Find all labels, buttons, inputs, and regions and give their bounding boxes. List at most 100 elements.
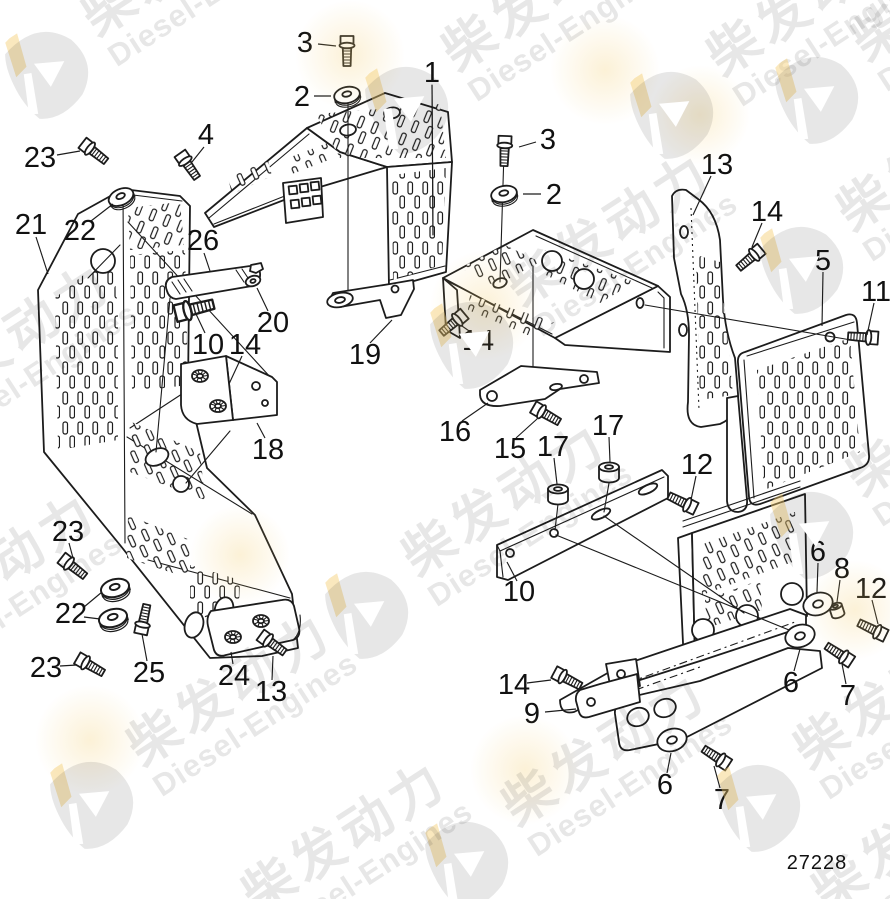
bolt-15 (528, 399, 564, 430)
callout-18: 18 (252, 434, 284, 466)
drawing-number: 27228 (787, 852, 848, 874)
callout-14: 14 (229, 329, 261, 361)
callout-1: 1 (424, 57, 440, 89)
leader-line-10 (506, 561, 518, 582)
bolt-3 (495, 134, 514, 168)
callout-10: 10 (192, 329, 224, 361)
leader-line-13 (271, 655, 274, 681)
bolt-7 (821, 638, 857, 670)
bracket-18 (180, 355, 278, 425)
mounting-rail-10 (496, 469, 669, 581)
bracket-16 (479, 365, 600, 407)
bolt-23 (55, 550, 91, 584)
bushing-17 (547, 483, 569, 506)
leader-line-25 (141, 633, 148, 662)
leader-line-26 (203, 252, 211, 272)
bolt-14 (732, 242, 768, 275)
bolt-23 (72, 650, 108, 681)
callout-19: 19 (349, 339, 381, 371)
leader-line-3 (518, 141, 537, 148)
callout-23: 23 (24, 142, 56, 174)
bolt-25 (132, 602, 156, 637)
callout-13: 13 (255, 676, 287, 708)
callout-6: 6 (783, 667, 799, 699)
leader-line-17 (608, 436, 611, 463)
bushing-17 (598, 461, 620, 484)
callout-14: 14 (498, 669, 530, 701)
callout-20: 20 (257, 307, 289, 339)
leader-line-16 (461, 402, 489, 422)
callout-22: 22 (55, 598, 87, 630)
leader-line-14 (526, 679, 552, 684)
leader-line-18 (256, 422, 266, 439)
leader-line-22 (83, 616, 101, 620)
leader-line-23 (56, 150, 81, 156)
leader-line-9 (544, 708, 577, 713)
callout-16: 16 (439, 416, 471, 448)
leader-line-11 (866, 302, 875, 336)
leader-line-23 (59, 664, 78, 667)
callout-13: 13 (701, 149, 733, 181)
callout-11: 11 (861, 276, 890, 308)
leader-line-10 (195, 313, 206, 334)
callout-12: 12 (855, 573, 887, 605)
callout-6: 6 (810, 536, 826, 568)
callout-26: 26 (187, 225, 219, 257)
bracket-19 (326, 279, 415, 319)
callout-2: 2 (546, 179, 562, 211)
strap-bracket-13 (671, 188, 739, 428)
fasteners (55, 35, 890, 773)
callout-22: 22 (64, 215, 96, 247)
bolt-3 (338, 35, 356, 67)
callout-24: 24 (218, 660, 250, 692)
callout-12: 12 (681, 449, 713, 481)
callout-4: 4 (198, 119, 214, 151)
bracket-9 (574, 658, 641, 719)
callout-23: 23 (30, 652, 62, 684)
callout-7: 7 (840, 680, 856, 712)
leader-line-22 (90, 203, 114, 222)
leader-line-7 (841, 663, 847, 685)
callout-3: 3 (540, 124, 556, 156)
bolt-12 (854, 615, 890, 644)
leader-line-13 (692, 175, 712, 216)
callout-3: 3 (297, 27, 313, 59)
leader-line-17 (553, 457, 558, 485)
leader-line-15 (515, 418, 538, 439)
leader-line-14 (228, 355, 243, 385)
nut-washer-20 (244, 262, 264, 288)
bolt-12 (664, 488, 700, 517)
leader-line-6 (793, 648, 801, 672)
leader-line-19 (369, 319, 393, 344)
callout-23: 23 (52, 516, 84, 548)
leader-line-3 (317, 43, 337, 47)
callout-14: 14 (462, 325, 494, 357)
callout-17: 17 (592, 410, 624, 442)
bolt-7 (698, 741, 734, 773)
bottom-flange (613, 647, 823, 752)
callout-9: 9 (524, 698, 540, 730)
callout-8: 8 (834, 553, 850, 585)
callout-7: 7 (714, 784, 730, 816)
leader-line-22 (83, 591, 103, 608)
bracket-26 (164, 264, 261, 300)
callout-25: 25 (133, 657, 165, 689)
washer-22 (95, 604, 132, 636)
top-shield-panel (204, 92, 453, 289)
bolt-23 (76, 135, 112, 169)
leader-line-12 (871, 599, 879, 625)
callout-6: 6 (657, 769, 673, 801)
callout-15: 15 (494, 433, 526, 465)
callout-5: 5 (815, 245, 831, 277)
callout-2: 2 (294, 81, 310, 113)
callout-21: 21 (15, 209, 47, 241)
leader-line-6 (666, 752, 672, 774)
washer-2 (488, 182, 521, 210)
bolt-14 (549, 664, 586, 694)
leader-line-23 (68, 542, 74, 559)
callout-10: 10 (503, 576, 535, 608)
leader-line-12 (690, 475, 697, 501)
callout-14: 14 (751, 196, 783, 228)
